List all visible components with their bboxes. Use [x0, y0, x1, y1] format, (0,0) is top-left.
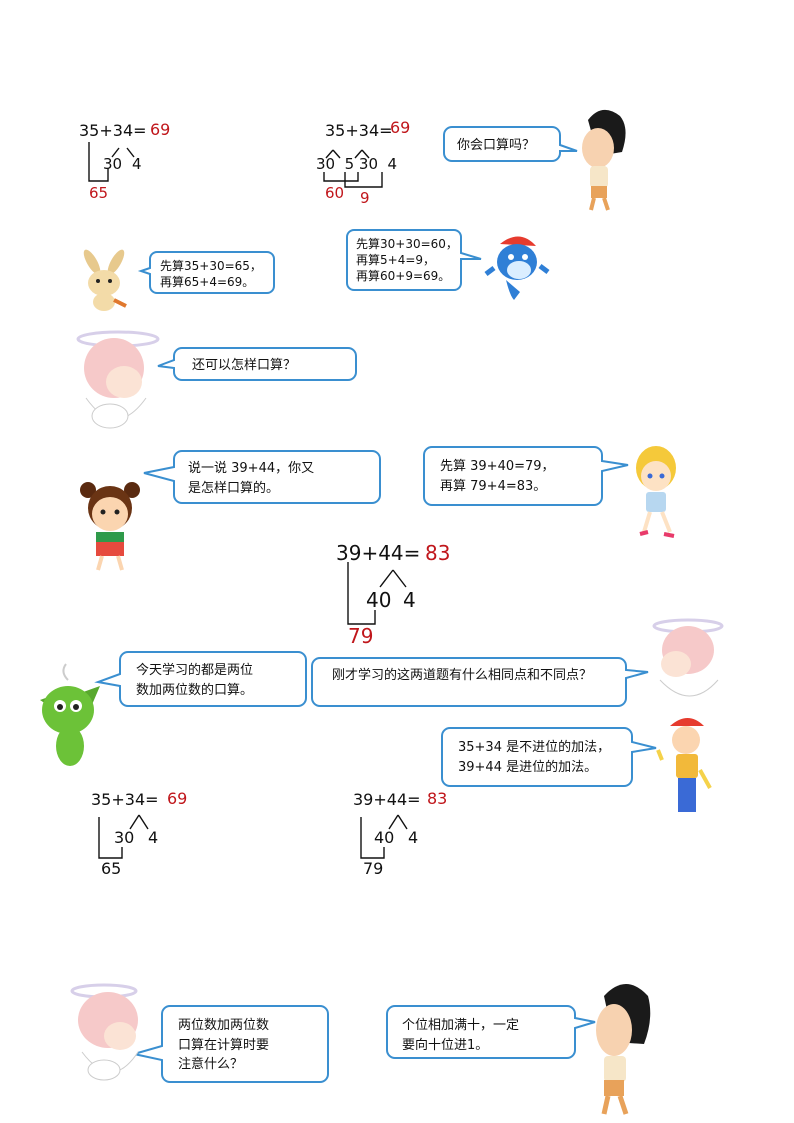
split-tens: 30	[114, 828, 135, 847]
split-ones: 4	[132, 155, 142, 173]
equation: 39+44=	[336, 541, 421, 565]
bubble-boy-answer-2: 个位相加满十，一定 要向十位进1。	[402, 1018, 520, 1053]
tens-sum: 60	[325, 184, 345, 202]
angel-character-icon-2	[652, 618, 724, 697]
partial-sum: 79	[348, 624, 374, 648]
split-ones: 4	[148, 828, 159, 847]
partial-sum: 65	[89, 184, 109, 202]
bubble-blonde-answer: 先算 39+40=79， 再算 79+4=83。	[440, 459, 555, 494]
split-ones: 4	[408, 828, 419, 847]
answer: 69	[390, 118, 411, 137]
bubble-rabbit: 先算35+30=65， 再算65+4=69。	[160, 259, 262, 290]
answer: 69	[150, 120, 171, 139]
bubble-goblin: 今天学习的都是两位 数加两位数的口算。	[136, 663, 254, 698]
capped-boy-character-icon	[656, 718, 712, 812]
bubble-angel-question-3: 两位数加两位数 口算在计算时要 注意什么？	[178, 1018, 270, 1072]
boy-character-icon	[582, 109, 626, 211]
bubble-q-oral: 你会口算吗？	[457, 138, 536, 153]
split-digits: 30 5 30 4	[316, 155, 398, 173]
bubble-angel-question-2: 刚才学习的这两道题有什么相同点和不同点？	[332, 668, 593, 683]
split-tens: 40	[366, 588, 392, 612]
speech-bubbles	[94, 126, 657, 1083]
angel-character-icon	[76, 330, 160, 429]
bubble-girl-question: 说一说 39+44，你又 是怎样口算的。	[188, 461, 315, 496]
ones-sum: 9	[360, 189, 370, 207]
dolphin-character-icon	[484, 236, 550, 300]
answer: 83	[427, 789, 448, 808]
equation: 35+34=	[79, 121, 147, 140]
equation: 35+34=	[91, 790, 159, 809]
girl-character-icon	[80, 482, 140, 571]
split-ones: 4	[403, 588, 416, 612]
bubble-angel-question: 还可以怎样口算？	[192, 358, 297, 373]
equation: 39+44=	[353, 790, 421, 809]
goblin-character-icon	[40, 663, 100, 766]
split-tens: 40	[374, 828, 395, 847]
blonde-girl-character-icon	[636, 446, 676, 538]
angel-character-icon-3	[70, 983, 139, 1081]
equation: 35+34=	[325, 121, 393, 140]
partial-sum: 79	[363, 859, 384, 878]
answer: 83	[425, 541, 451, 565]
bubble-boy-answer: 35+34 是不进位的加法， 39+44 是进位的加法。	[458, 740, 611, 775]
bubble-dolphin: 先算30+30=60， 再算5+4=9， 再算60+9=69。	[356, 237, 458, 284]
partial-sum: 65	[101, 859, 122, 878]
answer: 69	[167, 789, 188, 808]
split-tens: 30	[103, 155, 123, 173]
boy-character-icon-2	[596, 984, 651, 1115]
rabbit-character-icon	[83, 249, 127, 311]
split-lines	[88, 142, 408, 859]
